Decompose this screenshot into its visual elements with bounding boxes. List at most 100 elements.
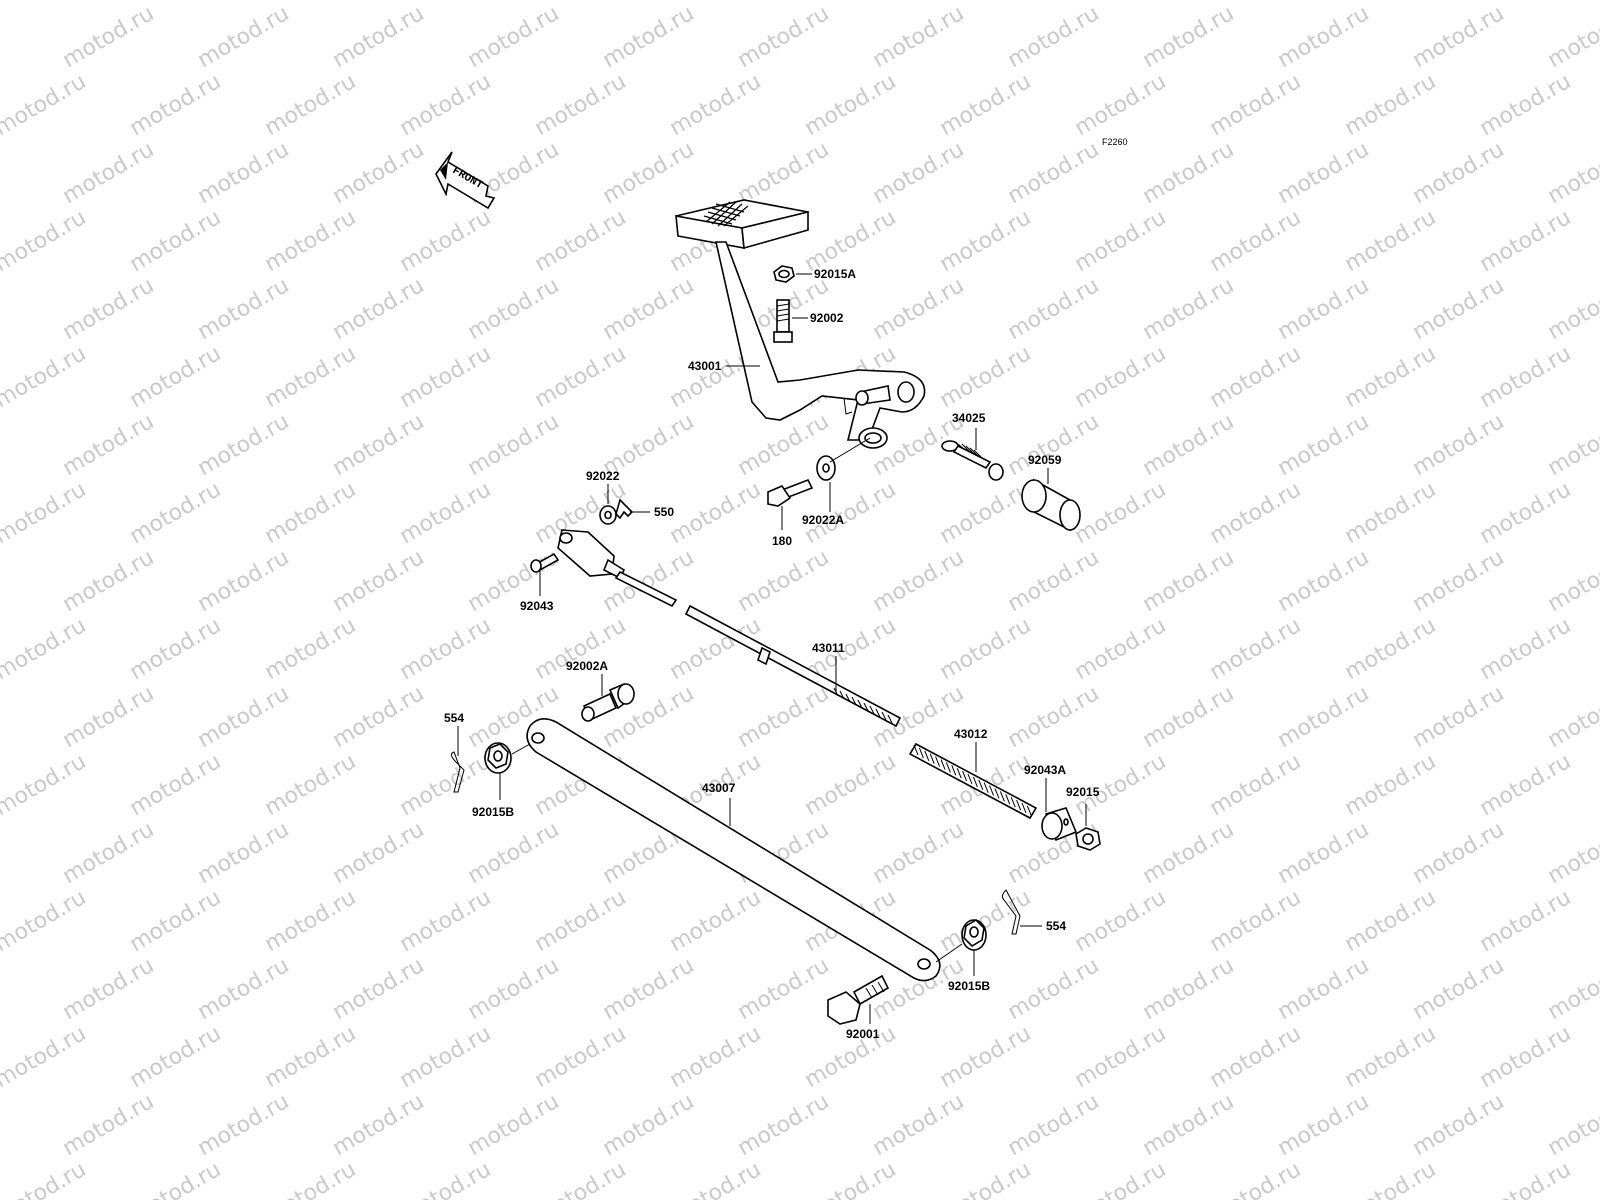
callout-92015: 92015 (1066, 785, 1100, 799)
watermark-text: motod.ru (261, 69, 361, 141)
watermark-text: motod.ru (1274, 137, 1374, 209)
watermark-text: motod.ru (1409, 273, 1509, 345)
watermark-text: motod.ru (666, 885, 766, 957)
pedal-grip-pattern (703, 201, 749, 227)
watermark-text: motod.ru (1274, 545, 1374, 617)
watermark-text: motod.ru (599, 1089, 699, 1161)
watermark-text: motod.ru (396, 477, 496, 549)
brake-pedal (675, 199, 926, 449)
cotter-pin-550 (615, 498, 634, 520)
watermark-text: motod.ru (869, 137, 969, 209)
callout-92002: 92002 (810, 311, 844, 325)
callout-180: 180 (772, 534, 792, 548)
watermark-text: motod.ru (734, 1089, 834, 1161)
shoulder-bolt-92002A (581, 682, 635, 722)
watermark-text: motod.ru (464, 1089, 564, 1161)
watermark-text: motod.ru (1544, 1089, 1600, 1161)
watermark-text: motod.ru (531, 1157, 631, 1200)
watermark-text: motod.ru (1206, 749, 1306, 821)
watermark-text: motod.ru (936, 885, 1036, 957)
watermark-text: motod.ru (126, 749, 226, 821)
watermark-text: motod.ru (0, 1021, 90, 1093)
watermark-text: motod.ru (666, 69, 766, 141)
watermark-text: motod.ru (599, 1, 699, 73)
watermark-text: motod.ru (59, 817, 159, 889)
watermark-text: motod.ru (1004, 953, 1104, 1025)
diagram-code: F2260 (1102, 137, 1128, 147)
watermark-text: motod.ru (194, 1, 294, 73)
watermark-text: motod.ru (0, 0, 90, 5)
callout-34025: 34025 (952, 411, 986, 425)
watermark-text: motod.ru (869, 1, 969, 73)
watermark-text: motod.ru (261, 613, 361, 685)
nut-92043A (1041, 807, 1078, 842)
watermark-text: motod.ru (126, 477, 226, 549)
watermark-text: motod.ru (1139, 273, 1239, 345)
washer-92022 (599, 505, 617, 525)
watermark-text: motod.ru (329, 273, 429, 345)
watermark-text: motod.ru (194, 409, 294, 481)
clip-554-right (1001, 889, 1021, 935)
watermark-text: motod.ru (0, 1157, 90, 1200)
watermark-text: motod.ru (464, 817, 564, 889)
watermark-text: motod.ru (0, 885, 90, 957)
callout-554-right: 554 (1046, 919, 1066, 933)
watermark-text: motod.ru (801, 749, 901, 821)
callout-92015B-right: 92015B (948, 979, 990, 993)
callout-92002A: 92002A (566, 659, 608, 673)
watermark-text: motod.ru (531, 205, 631, 277)
watermark-text: motod.ru (1476, 885, 1576, 957)
clevis-pin-92043 (530, 552, 560, 573)
watermark-text: motod.ru (1544, 273, 1600, 345)
watermark-text: motod.ru (531, 885, 631, 957)
watermark-text: motod.ru (1206, 613, 1306, 685)
watermark-text: motod.ru (599, 273, 699, 345)
watermark-text: motod.ru (59, 137, 159, 209)
watermark-text: motod.ru (1139, 953, 1239, 1025)
watermark-text: motod.ru (1476, 1021, 1576, 1093)
watermark-text: motod.ru (1139, 545, 1239, 617)
watermark-text: motod.ru (1476, 341, 1576, 413)
watermark-text: motod.ru (936, 69, 1036, 141)
watermark-text: motod.ru (1139, 1089, 1239, 1161)
watermark-text: motod.ru (1409, 137, 1509, 209)
watermark-text: motod.ru (396, 885, 496, 957)
watermark-text: motod.ru (666, 477, 766, 549)
watermark-text: motod.ru (126, 613, 226, 685)
watermark-text: motod.ru (869, 1089, 969, 1161)
watermark-text: motod.ru (1476, 1157, 1576, 1200)
watermark-text: motod.ru (1206, 341, 1306, 413)
watermark-text: motod.ru (329, 1, 429, 73)
watermark-text: motod.ru (126, 885, 226, 957)
callout-43011: 43011 (812, 641, 845, 655)
watermark-text: motod.ru (194, 545, 294, 617)
watermark-text: motod.ru (1341, 477, 1441, 549)
watermark-text: motod.ru (869, 817, 969, 889)
callout-92022A: 92022A (802, 513, 844, 527)
watermark-text: motod.ru (59, 545, 159, 617)
watermark-text: motod.ru (1341, 749, 1441, 821)
watermark-text: motod.ru (936, 205, 1036, 277)
watermark-text: motod.ru (1409, 817, 1509, 889)
watermark-text: motod.ru (936, 613, 1036, 685)
watermark-text: motod.ru (194, 681, 294, 753)
watermark-text: motod.ru (599, 137, 699, 209)
watermark-text: motod.ru (1274, 1, 1374, 73)
watermark-text: motod.ru (1544, 545, 1600, 617)
watermark-text: motod.ru (1476, 613, 1576, 685)
leader-lines (457, 273, 1087, 1024)
watermark-text: motod.ru (801, 1157, 901, 1200)
watermark-text: motod.ru (936, 477, 1036, 549)
watermark-text: motod.ru (666, 1157, 766, 1200)
watermark-text: motod.ru (194, 273, 294, 345)
watermark-text: motod.ru (126, 69, 226, 141)
clip-554-left (450, 751, 465, 793)
washer-92015B-right (961, 918, 987, 951)
watermark-text: motod.ru (1476, 69, 1576, 141)
watermark-text: motod.ru (329, 1089, 429, 1161)
watermark-text: motod.ru (1206, 1157, 1306, 1200)
watermark-text: motod.ru (59, 681, 159, 753)
watermark-text: motod.ru (329, 545, 429, 617)
watermark-text: motod.ru (1409, 681, 1509, 753)
